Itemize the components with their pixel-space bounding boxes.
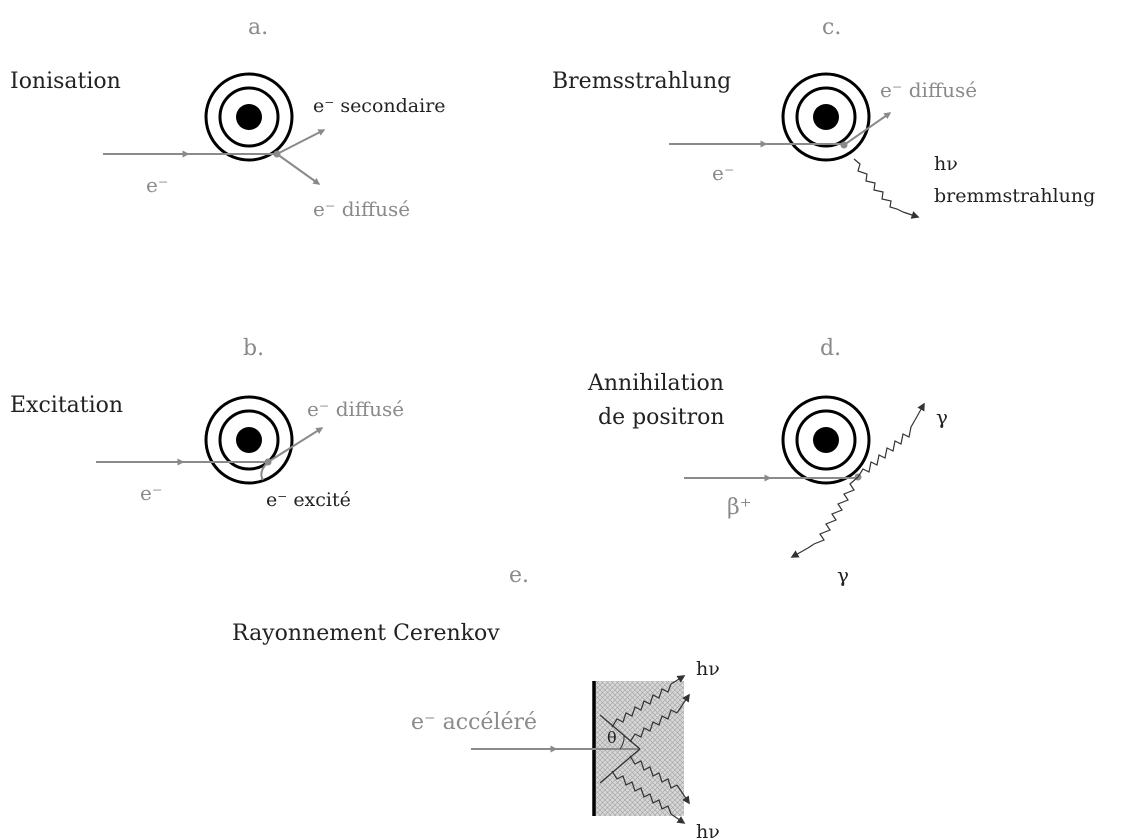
gamma-2-wave bbox=[807, 476, 859, 549]
excited-electron-path bbox=[260, 461, 269, 481]
photon-c-label: bremmstrahlung bbox=[934, 185, 1095, 207]
panel-d-letter: d. bbox=[820, 336, 841, 361]
atom-b-inner-shell bbox=[218, 409, 280, 471]
cerenkov-photon-lower-2-wave bbox=[611, 770, 672, 815]
scattered-electron-c-label: e⁻ diffusé bbox=[880, 78, 977, 102]
panel-e-cerenkov: e. Rayonnement Cerenkov e⁻ accéléré θ hν… bbox=[232, 563, 720, 840]
cerenkov-photon-upper-1-wave bbox=[611, 683, 672, 728]
panel-b-excitation: b. Excitation e⁻ e⁻ diffusé e⁻ excité bbox=[10, 336, 404, 511]
panel-d-annihilation: d. Annihilation de positron β⁺ γ γ bbox=[587, 336, 948, 587]
gamma-1-wave bbox=[857, 419, 916, 478]
incident-electron-c-label: e⁻ bbox=[712, 161, 734, 185]
atom-b-nucleus bbox=[236, 427, 262, 453]
cerenkov-photon-lower-2-arrow bbox=[670, 813, 686, 824]
panel-a-letter: a. bbox=[248, 15, 268, 40]
theta-angle-arc bbox=[619, 734, 625, 750]
atom-c-inner-shell bbox=[795, 86, 857, 148]
cerenkov-photon-lower-1-arrow bbox=[676, 784, 690, 805]
scattered-electron-b-label: e⁻ diffusé bbox=[307, 397, 404, 421]
panel-b-title: Excitation bbox=[10, 393, 123, 418]
atom-c bbox=[781, 72, 871, 162]
atom-c-outer-shell bbox=[781, 72, 871, 162]
atom-a-inner-shell bbox=[218, 86, 280, 148]
cerenkov-photon-lower-1-wave bbox=[629, 755, 678, 789]
photon-c-symbol: hν bbox=[934, 153, 958, 175]
cerenkov-photon-upper-2-arrow bbox=[676, 693, 690, 714]
panel-a-ionisation: a. Ionisation e⁻ e⁻ secondaire e⁻ diffus… bbox=[10, 15, 446, 221]
atom-d-outer-shell bbox=[781, 395, 871, 485]
incident-electron-a-label: e⁻ bbox=[146, 173, 168, 197]
atom-b-outer-shell bbox=[204, 395, 294, 485]
atom-a-nucleus bbox=[236, 104, 262, 130]
scattered-electron-a-arrow bbox=[276, 153, 321, 185]
secondary-electron-arrow bbox=[276, 129, 326, 155]
panel-d-title-line1: Annihilation bbox=[587, 371, 724, 396]
gamma-2-arrow bbox=[790, 547, 809, 558]
bremsstrahlung-photon-wave bbox=[853, 158, 904, 213]
cone-edge-upper bbox=[599, 714, 641, 750]
gamma-2-label: γ bbox=[837, 563, 849, 587]
panel-d-title-line2: de positron bbox=[598, 405, 725, 430]
cerenkov-photon-upper-1-arrow bbox=[670, 675, 686, 685]
panel-a-title: Ionisation bbox=[10, 69, 121, 94]
atom-d-inner-shell bbox=[795, 409, 857, 471]
theta-label: θ bbox=[607, 728, 617, 747]
atom-d-nucleus bbox=[813, 427, 839, 453]
gamma-1-arrow bbox=[914, 402, 925, 421]
scattered-electron-c-arrow bbox=[843, 112, 892, 146]
excited-electron-label: e⁻ excité bbox=[266, 489, 351, 511]
panel-b-letter: b. bbox=[243, 336, 264, 361]
panel-c-letter: c. bbox=[822, 15, 841, 40]
atom-a-outer-shell bbox=[204, 72, 294, 162]
gamma-1-label: γ bbox=[936, 405, 948, 429]
scattered-electron-a-label: e⁻ diffusé bbox=[313, 197, 410, 221]
cone-edge-lower bbox=[599, 748, 641, 784]
panel-e-title: Rayonnement Cerenkov bbox=[232, 621, 500, 646]
panel-c-title: Bremsstrahlung bbox=[552, 69, 731, 94]
incident-electron-b-label: e⁻ bbox=[140, 481, 162, 505]
atom-c-nucleus bbox=[813, 104, 839, 130]
atom-b bbox=[204, 395, 294, 485]
atom-a bbox=[204, 72, 294, 162]
cerenkov-photon-upper-2-wave bbox=[629, 709, 678, 743]
atom-d bbox=[781, 395, 871, 485]
photon-e-bottom-label: hν bbox=[696, 821, 720, 840]
panel-e-letter: e. bbox=[509, 563, 529, 588]
accelerated-electron-label: e⁻ accéléré bbox=[411, 710, 537, 735]
incident-positron-label: β⁺ bbox=[727, 495, 751, 520]
secondary-electron-label: e⁻ secondaire bbox=[313, 95, 446, 117]
bremsstrahlung-photon-arrow bbox=[902, 211, 920, 219]
panel-c-bremsstrahlung: c. Bremsstrahlung e⁻ e⁻ diffusé hν bremm… bbox=[552, 15, 1095, 219]
photon-e-top-label: hν bbox=[696, 658, 720, 680]
scattered-electron-b-arrow bbox=[267, 427, 324, 463]
